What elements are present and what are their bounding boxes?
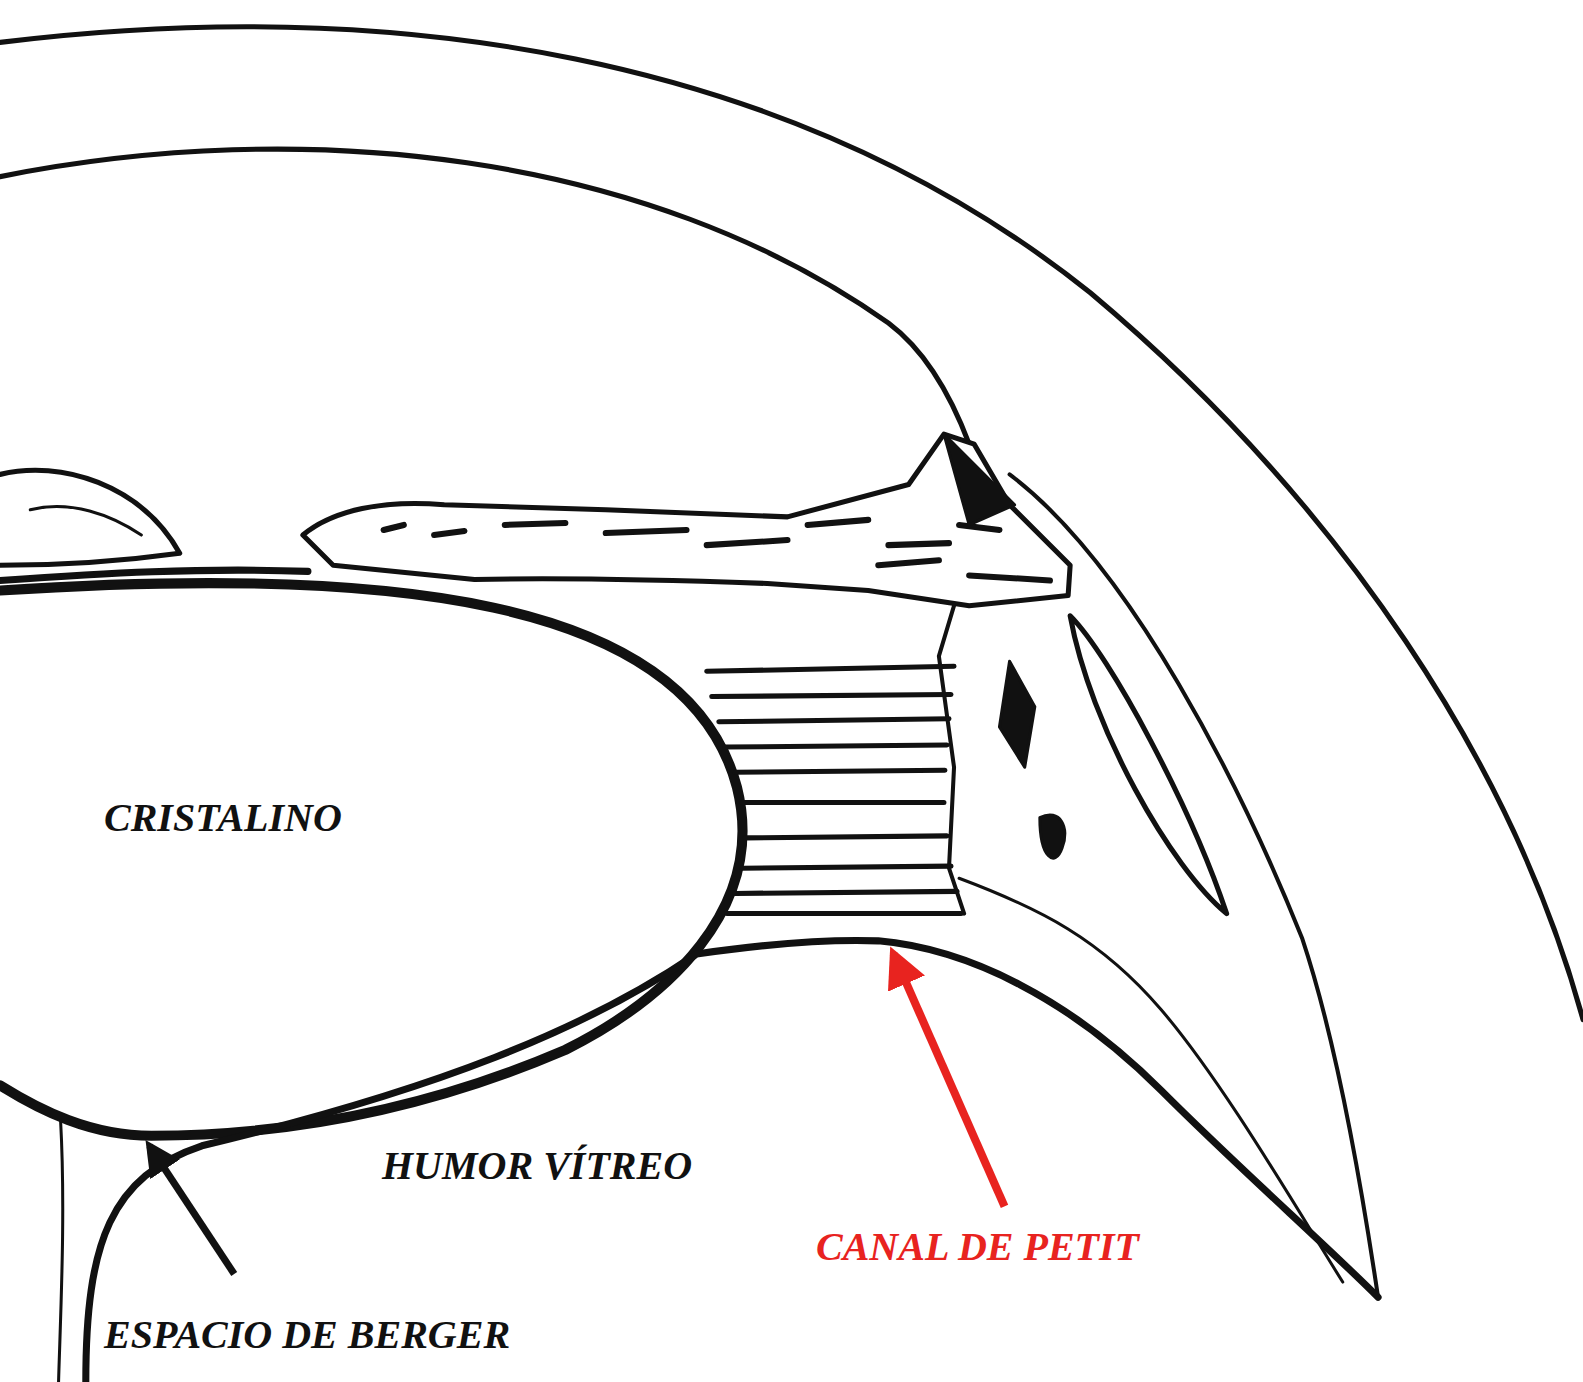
leader-arrow — [893, 954, 1004, 1206]
structure-label: HUMOR VÍTREO — [382, 1144, 692, 1188]
structure-label: CRISTALINO — [104, 796, 342, 840]
highlight-label: CANAL DE PETIT — [816, 1225, 1139, 1269]
leader-arrow — [149, 1146, 234, 1274]
structure-label: ESPACIO DE BERGER — [104, 1313, 510, 1357]
